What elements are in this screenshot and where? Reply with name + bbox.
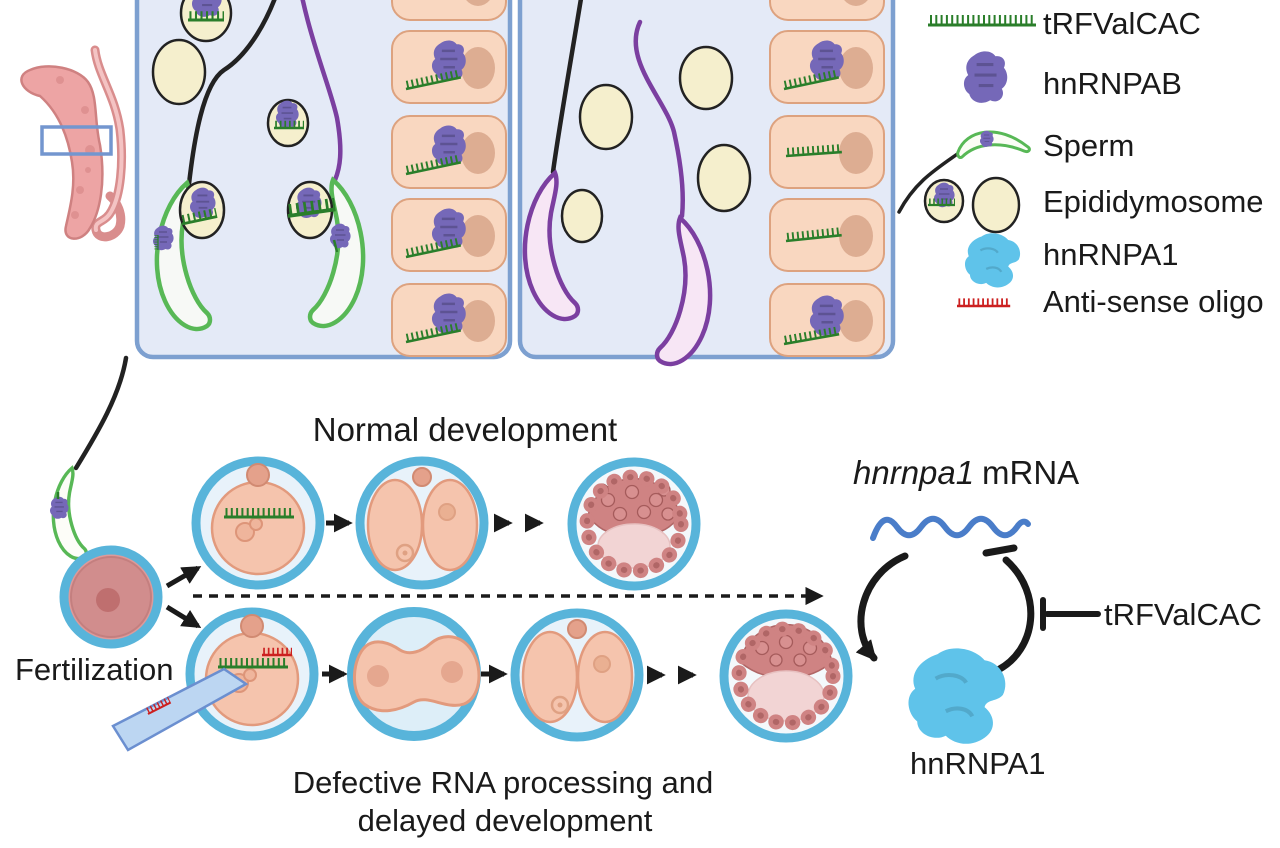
mrna-wave: [870, 515, 1031, 541]
sperm-with-cargo: [287, 180, 363, 326]
legend-label: Anti-sense oligo: [1043, 284, 1264, 319]
hnrnpab-cargo: [49, 496, 70, 520]
normal-development-row: Normal development: [196, 411, 696, 586]
delayed-embryo: [347, 607, 481, 741]
hnrnpa1-icon: [963, 232, 1022, 289]
inhibition-tbar: [982, 544, 1018, 557]
legend-label: tRFValCAC: [1043, 6, 1201, 41]
translation-arrow: [855, 552, 909, 662]
oocyte: [59, 545, 163, 649]
sperm-with-cargo: [152, 180, 226, 329]
sperm-tail-purple: [633, 19, 685, 219]
branch-arrow-up: [165, 565, 202, 589]
hnrnpa1-protein-label: hnRNPA1: [910, 746, 1046, 781]
zoom-region-box: [40, 125, 113, 156]
defective-development-row: Defective RNA processing and delayed dev…: [111, 607, 848, 838]
empty-epididymosomes: [560, 45, 752, 244]
legend-label: hnRNPAB: [1043, 66, 1182, 101]
epithelium-cells-right: [769, 0, 885, 357]
trf-comb-icon: [928, 20, 1036, 26]
hnrnpa1-regulation: hnrnpa1 mRNA hnRNPA1 tRFValCAC: [853, 454, 1262, 781]
epididymis-organ: [20, 45, 127, 242]
trf-inhibition: tRFValCAC: [1040, 597, 1262, 632]
fertilization-group: Fertilization: [15, 355, 202, 687]
normal-development-title: Normal development: [313, 411, 617, 448]
sperm-tail-black: [73, 355, 129, 471]
zygote-normal: [196, 461, 320, 585]
fertilization-label: Fertilization: [15, 652, 174, 687]
legend-label: Epididymosome: [1043, 184, 1264, 219]
panel-depleted-epididymis: [517, 0, 896, 364]
hnrnpab-icon: [962, 49, 1009, 105]
two-cell-embryo: [360, 461, 484, 585]
legend: tRFValCAC hnRNPAB Sperm Epididymosome hn…: [897, 6, 1264, 319]
legend-label: Sperm: [1043, 128, 1134, 163]
panel-normal-epididymis: [134, 0, 513, 360]
epididymosome-cargo: [266, 98, 310, 148]
legend-label: hnRNPA1: [1043, 237, 1179, 272]
epididymosome-cargo: [179, 0, 233, 43]
epididymosome-empty: [151, 38, 207, 106]
antisense-oligo-icon: [957, 302, 1010, 306]
sperm-tail-purple: [300, 0, 343, 183]
sperm-tail-black: [186, 0, 277, 187]
two-cell-embryo: [515, 613, 639, 737]
epididymis-body: [20, 65, 104, 240]
sperm-icon: [897, 130, 1031, 214]
mrna-gene-label: hnrnpa1: [853, 454, 974, 491]
mrna-suffix-label: mRNA: [982, 454, 1079, 491]
zygote-injected: [111, 612, 314, 752]
microinjection-pipette: [111, 667, 249, 752]
blastocyst-normal: [572, 462, 696, 586]
branch-arrow-down: [165, 604, 202, 629]
hnrnpa1-protein-blob: [908, 648, 1005, 743]
feedback-inhibition-curve: [994, 556, 1035, 674]
defective-title-line1: Defective RNA processing and: [293, 765, 713, 800]
blastocyst-delayed: [724, 614, 848, 738]
trf-inhibitor-label: tRFValCAC: [1104, 597, 1262, 632]
sperm-tail-black: [550, 0, 584, 175]
epithelium-cells-left: [391, 0, 507, 357]
epididymosome-icon: [923, 176, 1021, 234]
defective-title-line2: delayed development: [358, 803, 653, 838]
